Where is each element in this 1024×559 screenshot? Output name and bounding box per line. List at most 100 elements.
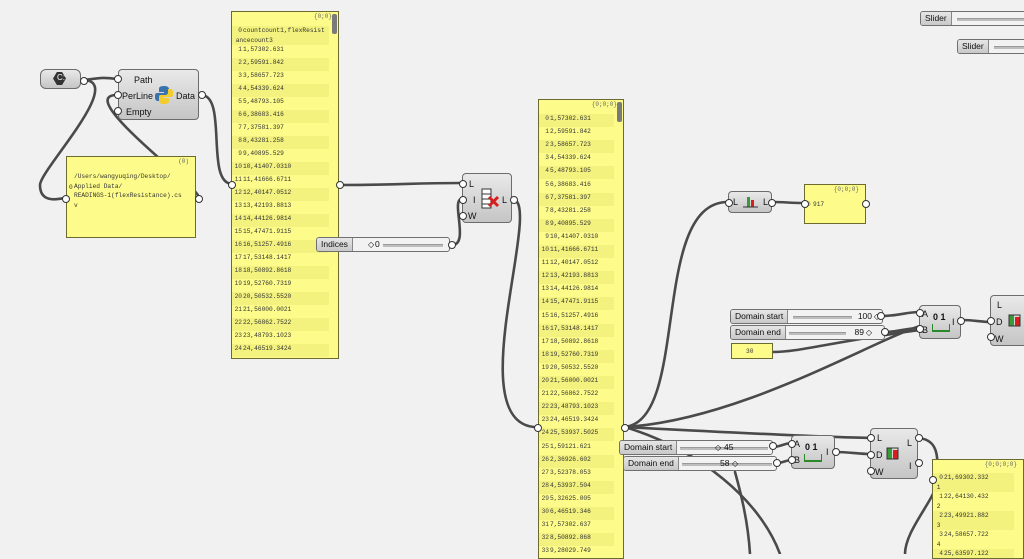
row-text: 25,53937.5025 [243,358,291,359]
domain-end-slider-2[interactable]: Domain end 58 ◇ [623,456,777,471]
sublist-component-1[interactable]: L D W [990,295,1024,346]
diamond-icon: ◇ [715,443,722,452]
wire-length-to-panel [770,200,805,205]
slider-name: Domain start [620,441,678,454]
connection-grip[interactable] [867,434,875,442]
connection-grip[interactable] [228,181,236,189]
connection-grip[interactable] [801,200,809,208]
cull-index-component[interactable]: L I W L [462,173,512,223]
connection-grip[interactable] [114,107,122,115]
connection-grip[interactable] [773,459,781,467]
row-index: 19 [541,363,549,371]
list-length-component[interactable]: L L [728,191,772,213]
domain-start-slider-1[interactable]: Domain start 100 ◇ [730,309,883,324]
slider-track[interactable] [383,244,443,247]
connection-grip[interactable] [915,434,923,442]
panel-row: 273,52378.053 [539,468,614,481]
row-text: 4,54339.624 [243,85,284,92]
connection-grip[interactable] [877,312,885,320]
connection-grip[interactable] [881,328,889,336]
input-w: W [995,334,1004,344]
panel-row: 1314,44126.9814 [539,284,614,297]
connection-grip[interactable] [788,456,796,464]
panel-row: 1112,40147.0512 [539,258,614,271]
top-slider-2[interactable]: Slider [957,39,1024,54]
connection-grip[interactable] [459,212,467,220]
connection-grip[interactable] [768,199,776,207]
top-slider-1[interactable]: Slider [920,11,1024,26]
connection-grip[interactable] [725,199,733,207]
connection-grip[interactable] [769,442,777,450]
connection-grip[interactable] [510,196,518,204]
connection-grip[interactable] [459,180,467,188]
connection-grip[interactable] [621,424,629,432]
connection-grip[interactable] [198,91,206,99]
slider-track[interactable] [994,46,1024,49]
domain-value-panel[interactable]: 30 [731,343,773,359]
data-panel-1[interactable]: {0;0} 0countcount1,flexResist ancecount3… [231,11,339,359]
domain-start-slider-2[interactable]: Domain start ◇ 45 [619,440,773,455]
connection-grip[interactable] [448,241,456,249]
row-text: 5,32625.005 [550,494,591,502]
input-l: L [469,179,475,189]
file-path-component[interactable]: C: [40,69,81,89]
slider-track[interactable] [957,18,1024,21]
connection-grip[interactable] [987,317,995,325]
input-b: B [922,325,929,335]
connection-grip[interactable] [459,196,467,204]
diamond-icon: ◇ [874,310,880,323]
panel-scrollbar[interactable] [332,14,337,34]
panel-value: 917 [813,201,825,208]
connection-grip[interactable] [915,459,923,467]
indices-slider[interactable]: Indices 0 ◇ [316,237,450,252]
connection-grip[interactable] [957,317,965,325]
connection-grip[interactable] [987,333,995,341]
connection-grip[interactable] [867,451,875,459]
row-text: 7,57302.637 [550,521,591,529]
connection-grip[interactable] [929,476,937,484]
slider-track[interactable] [682,463,772,466]
row-text: 15,47471.9115 [243,228,292,235]
connection-grip[interactable] [114,75,122,83]
length-result-panel[interactable]: {0;0;0} 0 917 [804,184,866,224]
slider-name: Slider [921,12,952,25]
connection-grip[interactable] [195,195,203,203]
row-index: 14 [541,298,549,306]
slider-track[interactable] [789,332,846,335]
domain-end-slider-1[interactable]: Domain end 89 ◇ [730,325,885,340]
construct-domain-component-2[interactable]: A B 0 1 I [791,435,835,469]
slider-track[interactable] [680,447,768,450]
connection-grip[interactable] [916,309,924,317]
panel-header: {0;0;0} [591,101,617,108]
panel-row: 78,43281.258 [539,206,614,219]
connection-grip[interactable] [788,440,796,448]
connection-grip[interactable] [832,448,840,456]
connection-grip[interactable] [862,200,870,208]
connection-grip[interactable] [80,77,88,85]
panel-scrollbar[interactable] [617,102,622,122]
read-file-component[interactable]: Path PerLine Empty Data [118,69,199,120]
row-index: 13 [541,285,549,293]
panel-row: 1819,52760.7319 [539,349,614,363]
connection-grip[interactable] [534,424,542,432]
file-path-panel[interactable]: (0) 0 /Users/wangyuqing/Desktop/ Applied… [66,156,196,238]
construct-domain-component-1[interactable]: A B 0 1 I [919,305,961,339]
row-index: 6 [545,193,549,201]
sublist-component-2[interactable]: L D W L I [870,428,918,479]
slider-track[interactable] [793,316,852,319]
panel-header: {0;0} [313,13,332,20]
connection-grip[interactable] [114,91,122,99]
row-index: 0 [545,115,549,122]
input-b: B [794,455,801,465]
connection-grip[interactable] [916,325,924,333]
connection-grip[interactable] [336,181,344,189]
connection-grip[interactable] [62,195,70,203]
panel-row: 306,46519.346 [539,507,614,521]
wire-data-to-panel1 [199,93,234,186]
row-index: 3 [238,72,242,79]
row-index: 25 [232,357,242,358]
panel-row: 262,36926.602 [539,454,614,468]
connection-grip[interactable] [867,467,875,475]
